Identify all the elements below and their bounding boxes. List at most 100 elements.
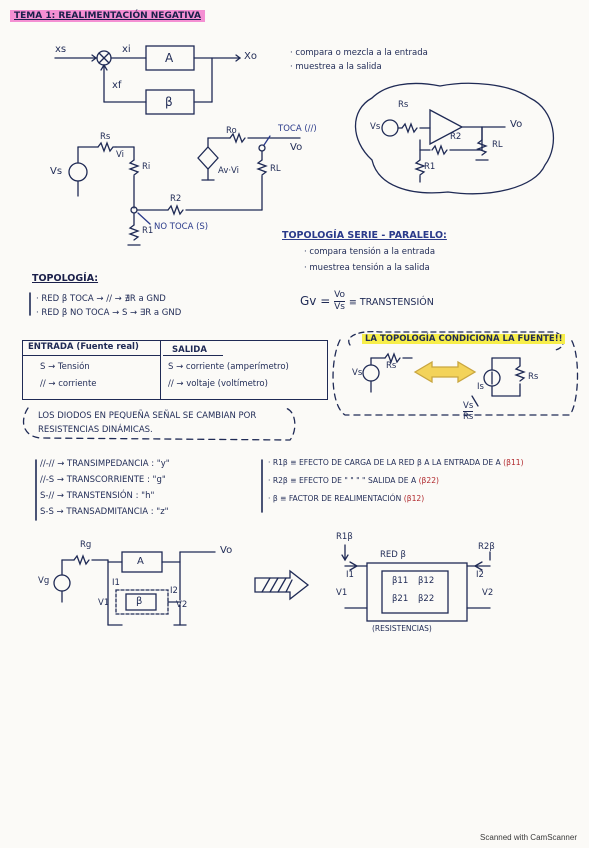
serie-l1: · compara tensión a la entrada — [304, 247, 436, 257]
topologia-heading: TOPOLOGÍA: — [32, 273, 99, 284]
fuente-frac-den: Rs — [463, 412, 474, 422]
label-xs: xs — [55, 44, 67, 55]
fuente-is: Is — [477, 382, 484, 392]
bl-v2: V2 — [176, 600, 188, 610]
type-g: //-S → TRANSCORRIENTE : "g" — [40, 475, 166, 485]
table-r2: // → corriente — [40, 379, 97, 389]
type-h: S-// → TRANSTENSIÓN : "h" — [40, 491, 155, 501]
table-r4: // → voltaje (voltímetro) — [168, 379, 268, 389]
topologia-l2: · RED β NO TOCA → S → ∃R a GND — [36, 308, 182, 318]
source-equivalence — [362, 352, 526, 407]
fuente-frac-num: Vs — [463, 401, 474, 412]
effect-2-red: (β22) — [418, 476, 440, 485]
serie-l2: · muestrea tensión a la salida — [304, 263, 430, 273]
fuente-vs: Vs — [352, 368, 363, 378]
fuente-rs: Rs — [386, 361, 397, 371]
serie-gv: Gv = Vo Vs ≡ TRANSTENSIÓN — [300, 290, 434, 313]
opamp-vo: Vo — [510, 119, 523, 130]
amp-r1: R1 — [142, 226, 154, 236]
bl-vg: Vg — [38, 576, 50, 586]
note-compara: · compara o mezcla a la entrada — [290, 48, 428, 58]
label-xo: Xo — [244, 51, 257, 62]
table-h1: ENTRADA (Fuente real) — [28, 342, 139, 352]
effect-2-text: · R2β ≡ EFECTO DE " " " " SALIDA DE A — [268, 476, 417, 485]
amp-vo: Vo — [290, 142, 303, 153]
opamp-cloud — [354, 82, 555, 195]
bl-a: A — [137, 556, 144, 567]
gv-num: Vo — [334, 290, 346, 302]
tp-i2: I2 — [476, 570, 484, 580]
amplifier-circuit — [68, 132, 301, 246]
effect-1-text: · R1β ≡ EFECTO DE CARGA DE LA RED β A LA… — [268, 458, 501, 467]
gv-tail: ≡ TRANSTENSIÓN — [348, 297, 434, 308]
fuente-rs2: Rs — [528, 372, 539, 382]
tp-r1b: R1β — [336, 532, 353, 542]
table-r1: S → Tensión — [40, 362, 90, 372]
page-title: TEMA 1: REALIMENTACIÓN NEGATIVA — [10, 10, 205, 22]
effect-1: · R1β ≡ EFECTO DE CARGA DE LA RED β A LA… — [268, 458, 524, 467]
effect-3: · β ≡ FACTOR DE REALIMENTACIÓN (β12) — [268, 494, 424, 503]
note-muestrea: · muestrea a la salida — [290, 62, 382, 72]
effect-2: · R2β ≡ EFECTO DE " " " " SALIDA DE A (β… — [268, 476, 439, 485]
tp-m21: β21 — [392, 594, 409, 604]
bl-v1: V1 — [98, 598, 110, 608]
opamp-rs: Rs — [398, 100, 409, 110]
amp-rs: Rs — [100, 132, 111, 142]
opamp-rl: RL — [492, 140, 503, 150]
tp-m11: β11 — [392, 576, 409, 586]
amp-rl: RL — [270, 164, 281, 174]
bl-vo: Vo — [220, 545, 233, 556]
beta-two-port — [341, 544, 491, 622]
feedback-block-diagram — [54, 45, 242, 115]
diodos-l2: RESISTENCIAS DINÁMICAS. — [38, 425, 153, 435]
gv-label: Gv = — [300, 294, 335, 308]
tp-v1: V1 — [336, 588, 348, 598]
gv-fraction: Vo Vs — [334, 290, 346, 313]
opamp-r2: R2 — [450, 132, 462, 142]
bl-i2: I2 — [170, 586, 178, 596]
entrada-salida-table — [22, 340, 328, 400]
bl-beta: β — [136, 596, 143, 607]
effect-3-red: (β12) — [403, 494, 425, 503]
amp-ro: Ro — [226, 126, 237, 136]
opamp-vs: Vs — [370, 122, 381, 132]
fuente-note: LA TOPOLOGÍA CONDICIONA LA FUENTE!! — [362, 334, 566, 344]
tp-v2: V2 — [482, 588, 494, 598]
type-y: //-// → TRANSIMPEDANCIA : "y" — [40, 459, 170, 469]
bottom-left-circuit — [53, 551, 216, 626]
type-z: S-S → TRANSADMITANCIA : "z" — [40, 507, 169, 517]
fuente-frac: Vs Rs — [463, 401, 474, 422]
effect-1-red: (β11) — [503, 458, 524, 467]
gv-den: Vs — [334, 302, 345, 312]
serie-heading: TOPOLOGÍA SERIE - PARALELO: — [282, 230, 447, 241]
hatched-arrow — [254, 569, 310, 601]
opamp-circuit — [381, 108, 506, 183]
tp-i1: I1 — [346, 570, 354, 580]
bl-i1: I1 — [112, 578, 120, 588]
bl-rg: Rg — [80, 540, 92, 550]
effect-3-text: · β ≡ FACTOR DE REALIMENTACIÓN — [268, 494, 402, 503]
block-beta: β — [165, 95, 173, 109]
label-xi: xi — [122, 44, 131, 55]
opamp-r1: R1 — [424, 162, 436, 172]
table-r3: S → corriente (amperímetro) — [168, 362, 289, 372]
tp-resist: (RESISTENCIAS) — [372, 624, 432, 633]
tp-m22: β22 — [418, 594, 435, 604]
amp-ri: Ri — [142, 162, 151, 172]
diodos-l1: LOS DIODOS EN PEQUEÑA SEÑAL SE CAMBIAN P… — [38, 411, 257, 421]
tp-r2b: R2β — [478, 542, 495, 552]
scanner-footer: Scanned with CamScanner — [480, 833, 577, 842]
amp-toca: TOCA (//) — [278, 124, 317, 134]
tp-m12: β12 — [418, 576, 435, 586]
label-xf: xf — [112, 80, 122, 91]
table-h2: SALIDA — [172, 345, 207, 355]
topologia-l1: · RED β TOCA → // → ∄R a GND — [36, 294, 166, 304]
amp-r2: R2 — [170, 194, 182, 204]
amp-vs: Vs — [50, 166, 63, 177]
amp-vi: Vi — [116, 150, 124, 160]
amp-avvi: Av·Vi — [218, 166, 240, 176]
tp-redb: RED β — [380, 550, 406, 560]
amp-notoca: NO TOCA (S) — [154, 222, 209, 232]
block-a: A — [165, 51, 174, 65]
